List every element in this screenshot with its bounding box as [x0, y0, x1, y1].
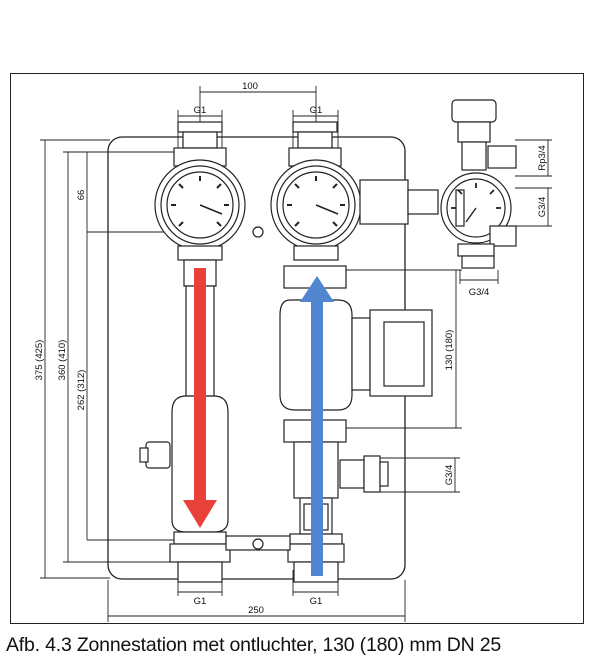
side-g34-top-label: G3/4	[537, 197, 548, 218]
pressure-gauge-ticks	[451, 183, 501, 223]
return-flow-arrow	[300, 276, 334, 576]
right-dimensions	[340, 139, 552, 493]
height-375-label: 375 (425)	[34, 340, 45, 381]
diagram-frame	[10, 73, 584, 624]
bottom-left-thread-label: G1	[194, 596, 207, 607]
safety-group	[440, 99, 517, 269]
right-thermometer-ticks	[287, 176, 345, 227]
right-column	[270, 121, 439, 583]
overall-width-label: 250	[248, 605, 264, 616]
side-g34-mid-label: G3/4	[469, 287, 490, 298]
mount-hole-bottom	[252, 538, 264, 550]
mount-hole-top	[252, 226, 264, 238]
pump-length-label: 130 (180)	[444, 330, 455, 371]
left-thermometer-ticks	[171, 176, 229, 227]
supply-flow-arrow	[183, 268, 217, 528]
side-rp-label: Rp3/4	[537, 145, 548, 170]
bottom-right-thread-label: G1	[310, 596, 323, 607]
top-left-thread-label: G1	[194, 105, 207, 116]
top-right-thread-label: G1	[310, 105, 323, 116]
left-dimensions	[40, 139, 180, 579]
top-spacing-label: 100	[242, 81, 258, 92]
figure-caption: Afb. 4.3 Zonnestation met ontluchter, 13…	[6, 634, 501, 656]
height-360-label: 360 (410)	[57, 340, 68, 381]
side-g34-low-label: G3/4	[444, 465, 455, 486]
height-66-label: 66	[76, 190, 87, 201]
height-262-label: 262 (312)	[76, 370, 87, 411]
